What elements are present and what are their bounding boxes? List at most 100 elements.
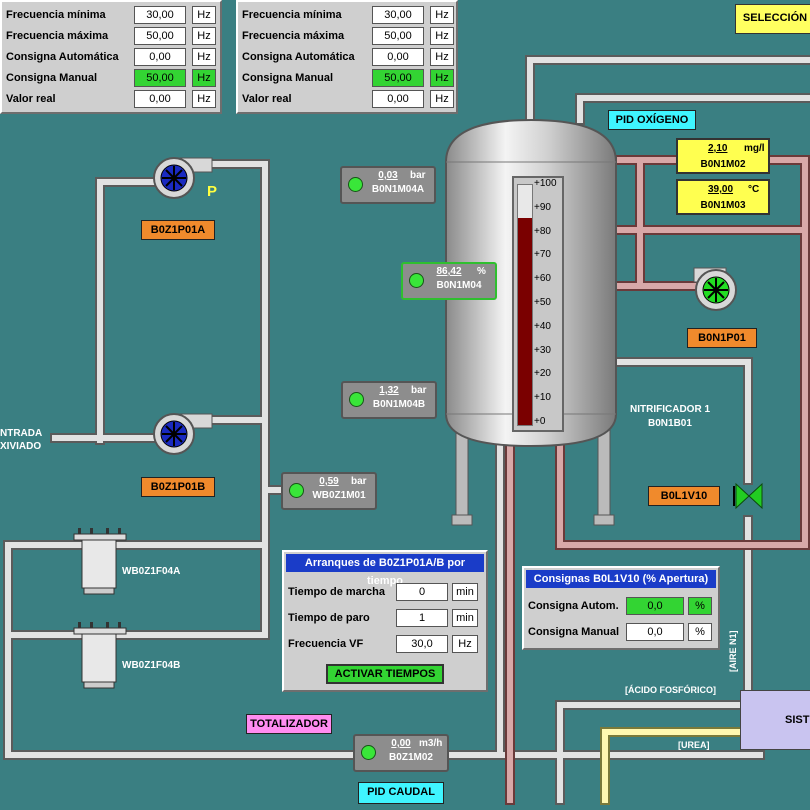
value-field[interactable]: 0 [396,583,448,601]
unit-field: Hz [192,27,216,45]
gauge-tick-label: +10 [534,392,551,404]
unit-field: Hz [430,69,454,87]
gauge-tick-label: +40 [534,320,551,332]
value-field[interactable]: 0,0 [626,597,684,615]
value-field[interactable]: 30,00 [372,6,424,24]
pump-icon[interactable] [150,412,214,458]
pressure-meter-wb0z1m01[interactable]: 0,59 bar WB0Z1M01 [281,472,377,510]
value-field[interactable]: 0,00 [134,48,186,66]
consignas-panel: Consignas B0L1V10 (% Apertura) Consigna … [522,566,720,650]
row-label: Tiempo de paro [288,612,370,624]
row-label: Valor real [242,93,292,105]
unit-field: % [688,597,712,615]
parameter-row: Consigna Manual 50,00 Hz [2,68,220,88]
filter-a-label: WB0Z1F04A [122,566,181,577]
unit-field: Hz [452,635,478,653]
value-field[interactable]: 50,00 [372,27,424,45]
oxygen-value: 2,10 [708,143,728,154]
valve-icon[interactable] [732,480,766,512]
flow-meter-b0z1m02[interactable]: 0,00 m3/h B0Z1M02 [353,734,449,772]
temperature-meter-b0n1m03[interactable]: 39,00 °C B0N1M03 [676,179,770,215]
row-label: Frecuencia VF [288,638,364,650]
gauge-tick-label: +80 [534,225,551,237]
meter-value: 0,03 [378,170,398,181]
row-label: Consigna Automática [242,51,355,63]
value-field[interactable]: 50,00 [372,69,424,87]
pressure-meter-b0n1m04a[interactable]: 0,03 bar B0N1M04A [340,166,436,204]
filter-b-label: WB0Z1F04B [122,660,181,671]
temperature-unit: °C [748,184,760,195]
meter-tag: B0N1M04A [371,184,425,195]
unit-field: min [452,583,478,601]
row-label: Consigna Manual [6,72,98,84]
pressure-meter-b0n1m04b[interactable]: 1,32 bar B0N1M04B [341,381,437,419]
level-gauge-track [517,184,533,426]
pid-caudal-button[interactable]: PID CAUDAL [358,782,444,804]
acido-label: [ÁCIDO FOSFÓRICO] [625,685,716,695]
totalizador-button[interactable]: TOTALIZADOR [246,714,332,734]
gauge-tick-label: +30 [534,344,551,356]
level-meter-b0n1m04[interactable]: 86,42 % B0N1M04 [401,262,497,300]
entrada-label: NTRADA [0,428,43,439]
pump-n-label[interactable]: B0N1P01 [687,328,757,348]
value-field[interactable]: 30,00 [134,6,186,24]
row-label: Valor real [6,93,56,105]
value-field[interactable]: 30,0 [396,635,448,653]
sistema-box[interactable]: SIST [740,690,810,750]
filter-icon[interactable] [70,526,130,596]
oxygen-tag: B0N1M02 [700,159,746,170]
value-field[interactable]: 50,00 [134,69,186,87]
meter-tag: B0Z1M02 [389,752,433,763]
unit-field: Hz [192,90,216,108]
oxygen-meter-b0n1m02[interactable]: 2,10 mg/l B0N1M02 [676,138,770,174]
gauge-tick-label: +50 [534,297,551,308]
pid-oxigeno-button[interactable]: PID OXÍGENO [608,110,696,130]
parameter-row: Valor real 0,00 Hz [238,89,456,109]
level-gauge-fill [518,217,532,425]
filter-icon[interactable] [70,620,130,690]
status-led-icon [349,392,364,407]
pump-a-label[interactable]: B0Z1P01A [141,220,215,240]
temperature-value: 39,00 [708,184,734,195]
meter-value: 0,59 [319,476,339,487]
value-field[interactable]: 0,00 [134,90,186,108]
unit-field: Hz [430,90,454,108]
level-gauge: +100+90+80+70+60+50+40+30+20+10+0 [512,176,564,432]
arranques-panel: Arranques de B0Z1P01A/B por tiempo Tiemp… [282,550,488,692]
meter-value: 86,42 [436,266,462,277]
meter-tag: B0N1M04 [436,280,482,291]
value-field[interactable]: 50,00 [134,27,186,45]
row-label: Consigna Manual [242,72,334,84]
value-field[interactable]: 1 [396,609,448,627]
value-field[interactable]: 0,0 [626,623,684,641]
nitrificador-tag: B0N1B01 [648,418,692,429]
meter-unit: bar [411,385,427,396]
pump-b-label[interactable]: B0Z1P01B [141,477,215,497]
unit-field: Hz [430,48,454,66]
meter-tag: B0N1M04B [372,399,426,410]
valve-label[interactable]: B0L1V10 [648,486,720,506]
row-label: Tiempo de marcha [288,586,385,598]
value-field[interactable]: 0,00 [372,90,424,108]
urea-label: [UREA] [678,740,710,750]
pump-icon[interactable] [692,266,756,312]
pump-priority-label: P [207,183,218,200]
value-field[interactable]: 0,00 [372,48,424,66]
seleccion-button[interactable]: SELECCIÓN [735,4,810,34]
unit-field: % [688,623,712,641]
activar-tiempos-button[interactable]: ACTIVAR TIEMPOS [326,664,444,684]
row-label: Frecuencia máxima [242,30,345,42]
pump-icon[interactable] [150,156,214,202]
unit-field: Hz [430,6,454,24]
unit-field: Hz [192,69,216,87]
nitrificador-label: NITRIFICADOR 1 [630,404,710,415]
lixiviado-label: XIVIADO [0,441,42,452]
meter-tag: WB0Z1M01 [312,490,366,501]
